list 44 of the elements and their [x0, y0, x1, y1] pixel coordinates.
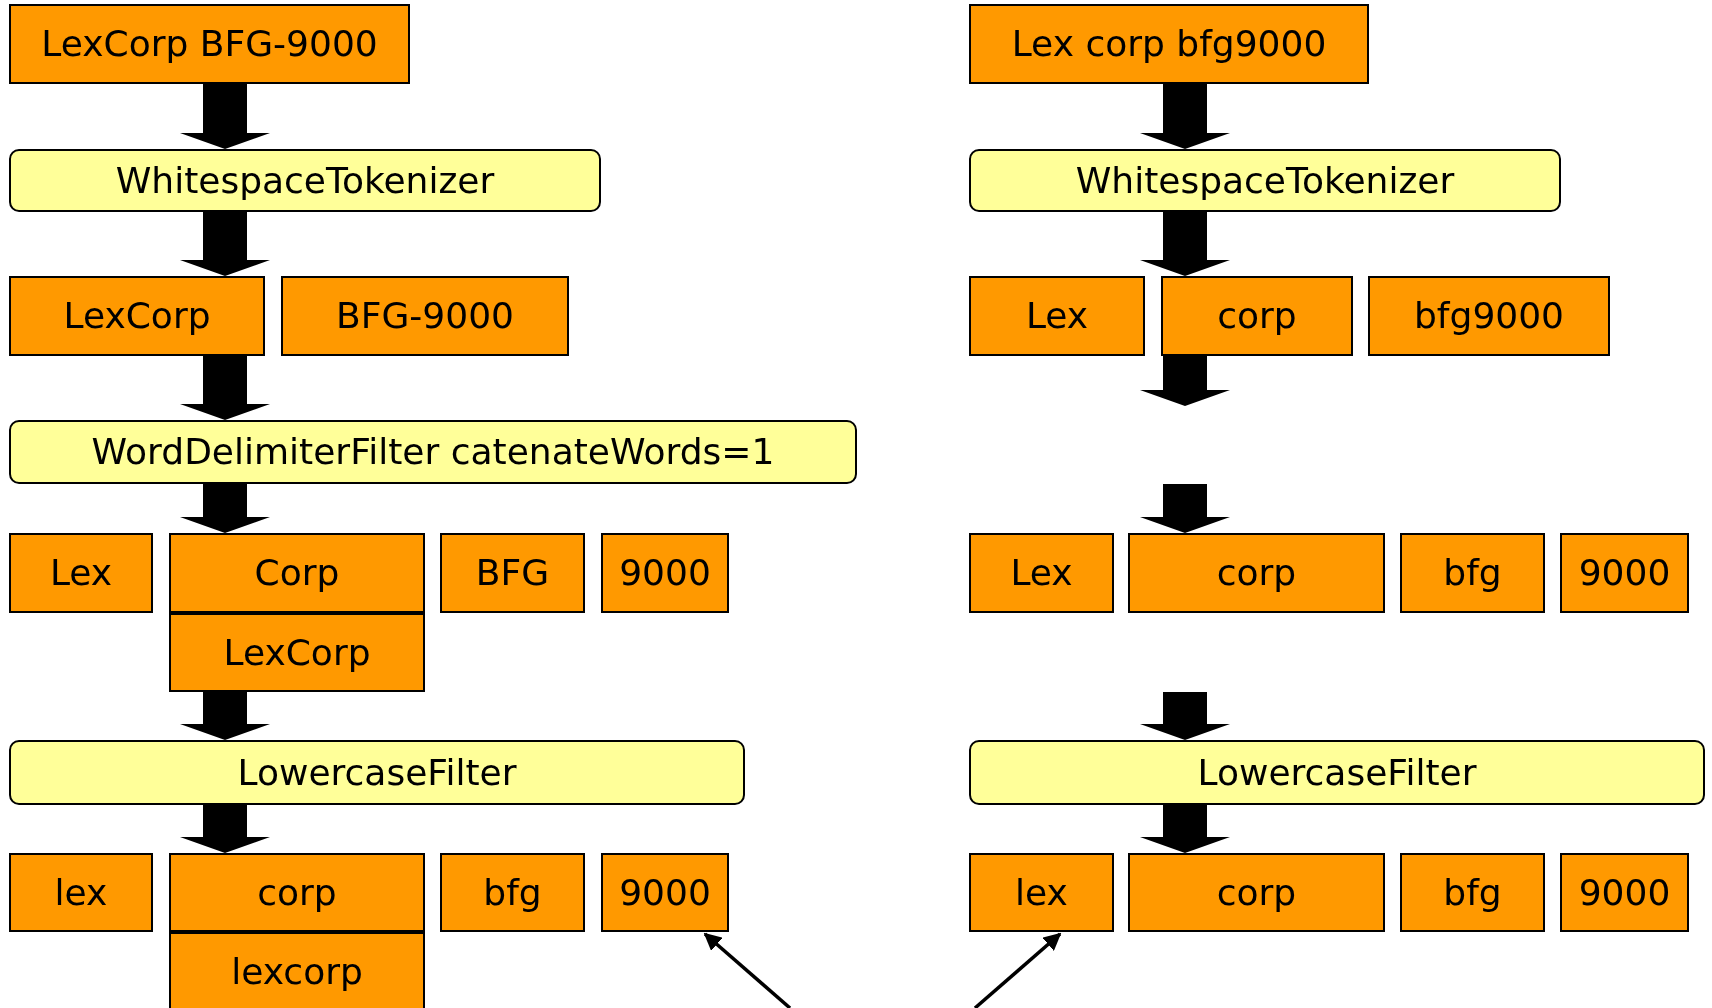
- token-box: 9000: [1560, 853, 1689, 932]
- token-box: BFG: [440, 533, 585, 613]
- block-arrow: [180, 84, 270, 149]
- block-arrow: [1140, 212, 1230, 276]
- block-arrow: [1140, 484, 1230, 533]
- filter-band: WhitespaceTokenizer: [969, 149, 1561, 212]
- arrow: [703, 932, 792, 1008]
- token-box: lex: [9, 853, 153, 932]
- block-arrow: [1140, 356, 1230, 406]
- block-arrow: [180, 484, 270, 533]
- block-arrow: [1140, 805, 1230, 853]
- token-box: Lex: [9, 533, 153, 613]
- block-arrow: [180, 212, 270, 276]
- token-box: lexcorp: [169, 932, 425, 1008]
- filter-band: LowercaseFilter: [9, 740, 745, 805]
- token-box: Corp: [169, 533, 425, 613]
- token-box: 9000: [601, 853, 729, 932]
- filter-band: LowercaseFilter: [969, 740, 1705, 805]
- token-box: Lex: [969, 533, 1114, 613]
- token-box: LexCorp: [169, 613, 425, 692]
- token-box: corp: [1128, 853, 1385, 932]
- token-box: BFG-9000: [281, 276, 569, 356]
- token-box: bfg: [1400, 533, 1545, 613]
- block-arrow: [180, 692, 270, 740]
- token-box: 9000: [601, 533, 729, 613]
- arrow: [973, 932, 1062, 1008]
- token-box: bfg: [1400, 853, 1545, 932]
- token-box: 9000: [1560, 533, 1689, 613]
- block-arrow: [180, 805, 270, 853]
- token-box: LexCorp BFG-9000: [9, 4, 410, 84]
- token-box: lex: [969, 853, 1114, 932]
- token-box: corp: [169, 853, 425, 932]
- token-box: Lex: [969, 276, 1145, 356]
- token-box: Lex corp bfg9000: [969, 4, 1369, 84]
- block-arrow: [1140, 692, 1230, 740]
- token-box: bfg9000: [1368, 276, 1610, 356]
- token-box: LexCorp: [9, 276, 265, 356]
- token-box: bfg: [440, 853, 585, 932]
- filter-band: WhitespaceTokenizer: [9, 149, 601, 212]
- token-box: corp: [1128, 533, 1385, 613]
- block-arrow: [1140, 84, 1230, 149]
- token-box: corp: [1161, 276, 1353, 356]
- filter-band: WordDelimiterFilter catenateWords=1: [9, 420, 857, 484]
- block-arrow: [180, 356, 270, 420]
